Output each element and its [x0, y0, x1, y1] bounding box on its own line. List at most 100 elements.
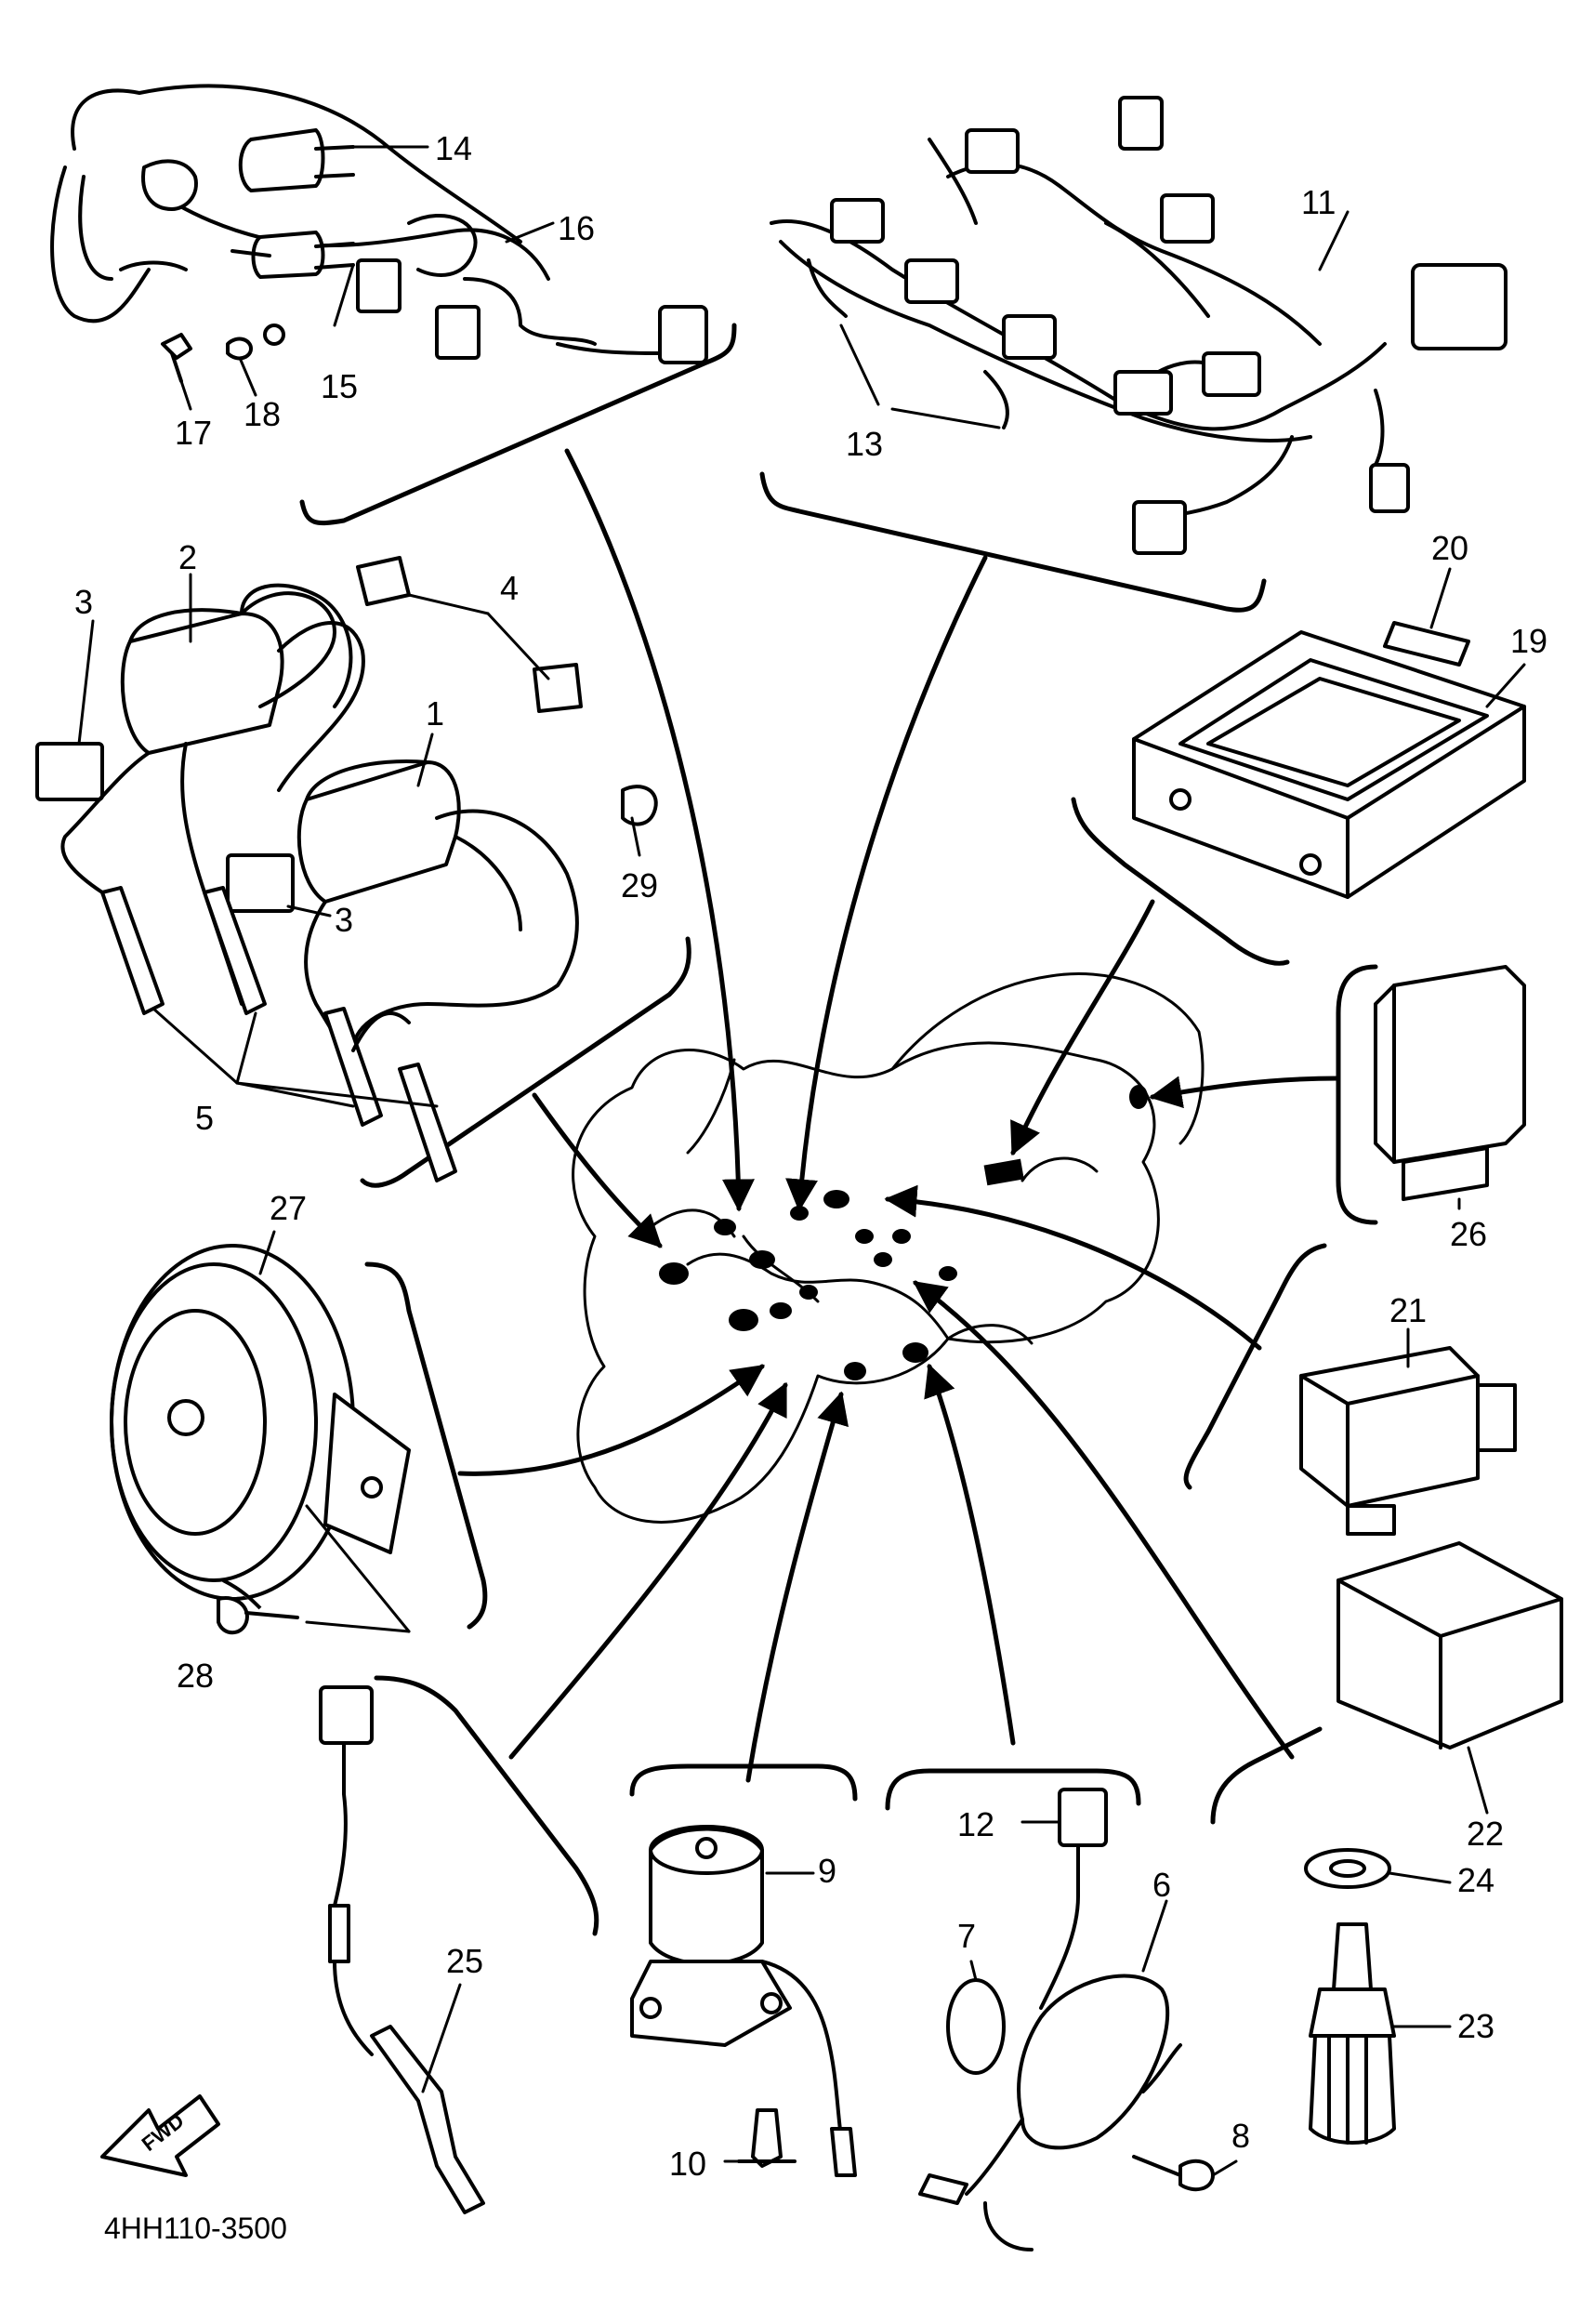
coupler-11g	[1113, 370, 1173, 416]
screw-8	[1178, 2159, 1215, 2192]
connector-16a	[356, 258, 402, 313]
bolt-28	[217, 1596, 249, 1635]
ignition-coil-2	[120, 612, 284, 755]
callout-20: 20	[1431, 529, 1468, 567]
sensor-25-group	[319, 1685, 485, 2214]
connector-16c	[658, 305, 708, 364]
callout-22: 22	[1467, 1815, 1504, 1853]
fwd-arrow-icon	[100, 2094, 220, 2177]
ignition-coil-1	[296, 760, 461, 904]
coupler-11a	[830, 198, 885, 244]
sensor-9	[649, 1827, 764, 1966]
rubber-20	[1383, 621, 1470, 667]
o-ring-7	[946, 1978, 1006, 2075]
switch-14	[238, 128, 325, 192]
ecu-group	[1132, 567, 1526, 899]
relay-26	[1374, 965, 1526, 1164]
callout-5: 5	[195, 1099, 214, 1137]
plug-cap-5c	[323, 1007, 383, 1127]
bolt-10	[751, 2108, 783, 2168]
callout-19: 19	[1510, 622, 1547, 660]
callout-12: 12	[957, 1805, 994, 1843]
group-brackets	[299, 323, 1378, 1936]
group-14-18-callouts: 14 15 16 17 18	[175, 129, 595, 452]
callout-7: 7	[957, 1917, 976, 1955]
unit-21	[1299, 1346, 1480, 1508]
plug-cap-5a	[100, 886, 165, 1015]
washer-18-part	[226, 337, 253, 361]
clip-29	[621, 785, 658, 826]
coupler-11-main	[1411, 263, 1508, 350]
cap-3a	[35, 742, 104, 801]
coupler-11j	[1369, 463, 1410, 513]
callout-27: 27	[270, 1189, 307, 1227]
ecu-19	[1132, 630, 1526, 899]
o2-sensor-25	[370, 2025, 485, 2214]
callout-11: 11	[1301, 183, 1336, 221]
callout-21: 21	[1389, 1291, 1427, 1329]
plug-cap-5d	[398, 1063, 457, 1182]
coupler-11c	[1118, 96, 1164, 151]
callout-8: 8	[1231, 2117, 1250, 2155]
sensor-6-group	[918, 1788, 1238, 2251]
callout-13: 13	[846, 425, 883, 463]
callout-18: 18	[244, 395, 281, 433]
screw-18-part	[263, 324, 285, 346]
connector-14a	[141, 159, 198, 211]
sensor-9-group	[630, 1825, 857, 2177]
coupler-11e	[904, 258, 959, 304]
group-19-20-callouts: 20 19	[1431, 529, 1547, 660]
switch-23-group	[1304, 1848, 1452, 2145]
forward-direction-indicator: FWD	[100, 2094, 220, 2177]
group-11-13-callouts: 11 13	[846, 183, 1336, 463]
connector-25	[319, 1685, 374, 1745]
connector-12	[1058, 1788, 1108, 1847]
motorcycle-frame-outline	[572, 972, 1205, 1524]
callout-6: 6	[1152, 1866, 1171, 1904]
units-21-22-group	[1299, 1327, 1563, 1815]
horn-group	[110, 1230, 411, 1635]
callout-15: 15	[321, 367, 358, 405]
group-1-5-callouts: 1 2 3 3 4 5 29	[74, 538, 658, 1137]
plug-cap-5b	[203, 886, 267, 1015]
coupler-11f	[1002, 314, 1057, 360]
cap-3b	[226, 853, 295, 913]
callout-26: 26	[1450, 1215, 1487, 1253]
bolt-17-part	[161, 333, 192, 360]
horn-bracket	[323, 1393, 411, 1554]
coupler-11i	[1132, 500, 1187, 555]
switch-15	[251, 231, 325, 279]
washer-24	[1304, 1848, 1391, 1889]
callout-16: 16	[558, 209, 595, 247]
leader-arrows	[457, 448, 1341, 1783]
grommet-4a	[356, 556, 411, 606]
coupler-11b	[965, 128, 1020, 174]
callout-23: 23	[1457, 2007, 1494, 2045]
callout-2: 2	[178, 538, 197, 576]
switch-23	[1309, 1987, 1396, 2038]
callout-25: 25	[446, 1942, 483, 1980]
callout-28: 28	[177, 1657, 214, 1695]
switch-harness-group	[50, 84, 708, 411]
coupler-11d	[1160, 193, 1215, 244]
figure-code: 4HH110-3500	[104, 2212, 287, 2245]
central-connector-cluster	[659, 1085, 1148, 1380]
callout-24: 24	[1457, 1861, 1494, 1899]
callout-3-top: 3	[74, 583, 93, 621]
callout-17: 17	[175, 414, 212, 452]
callout-9: 9	[818, 1852, 836, 1890]
callout-14: 14	[435, 129, 472, 167]
callout-3-bottom: 3	[335, 901, 353, 939]
wire-harness-group	[770, 96, 1508, 555]
callout-4: 4	[500, 569, 519, 607]
sensor-6	[1017, 1974, 1170, 2150]
unit-22	[1336, 1541, 1563, 1750]
coupler-11h	[1202, 351, 1261, 397]
ignition-coil-group	[35, 556, 658, 1182]
callout-10: 10	[669, 2145, 706, 2183]
connector-16b	[435, 305, 481, 360]
callout-29: 29	[621, 866, 658, 905]
relay-26-group	[1374, 965, 1526, 1210]
callout-1: 1	[426, 694, 444, 733]
